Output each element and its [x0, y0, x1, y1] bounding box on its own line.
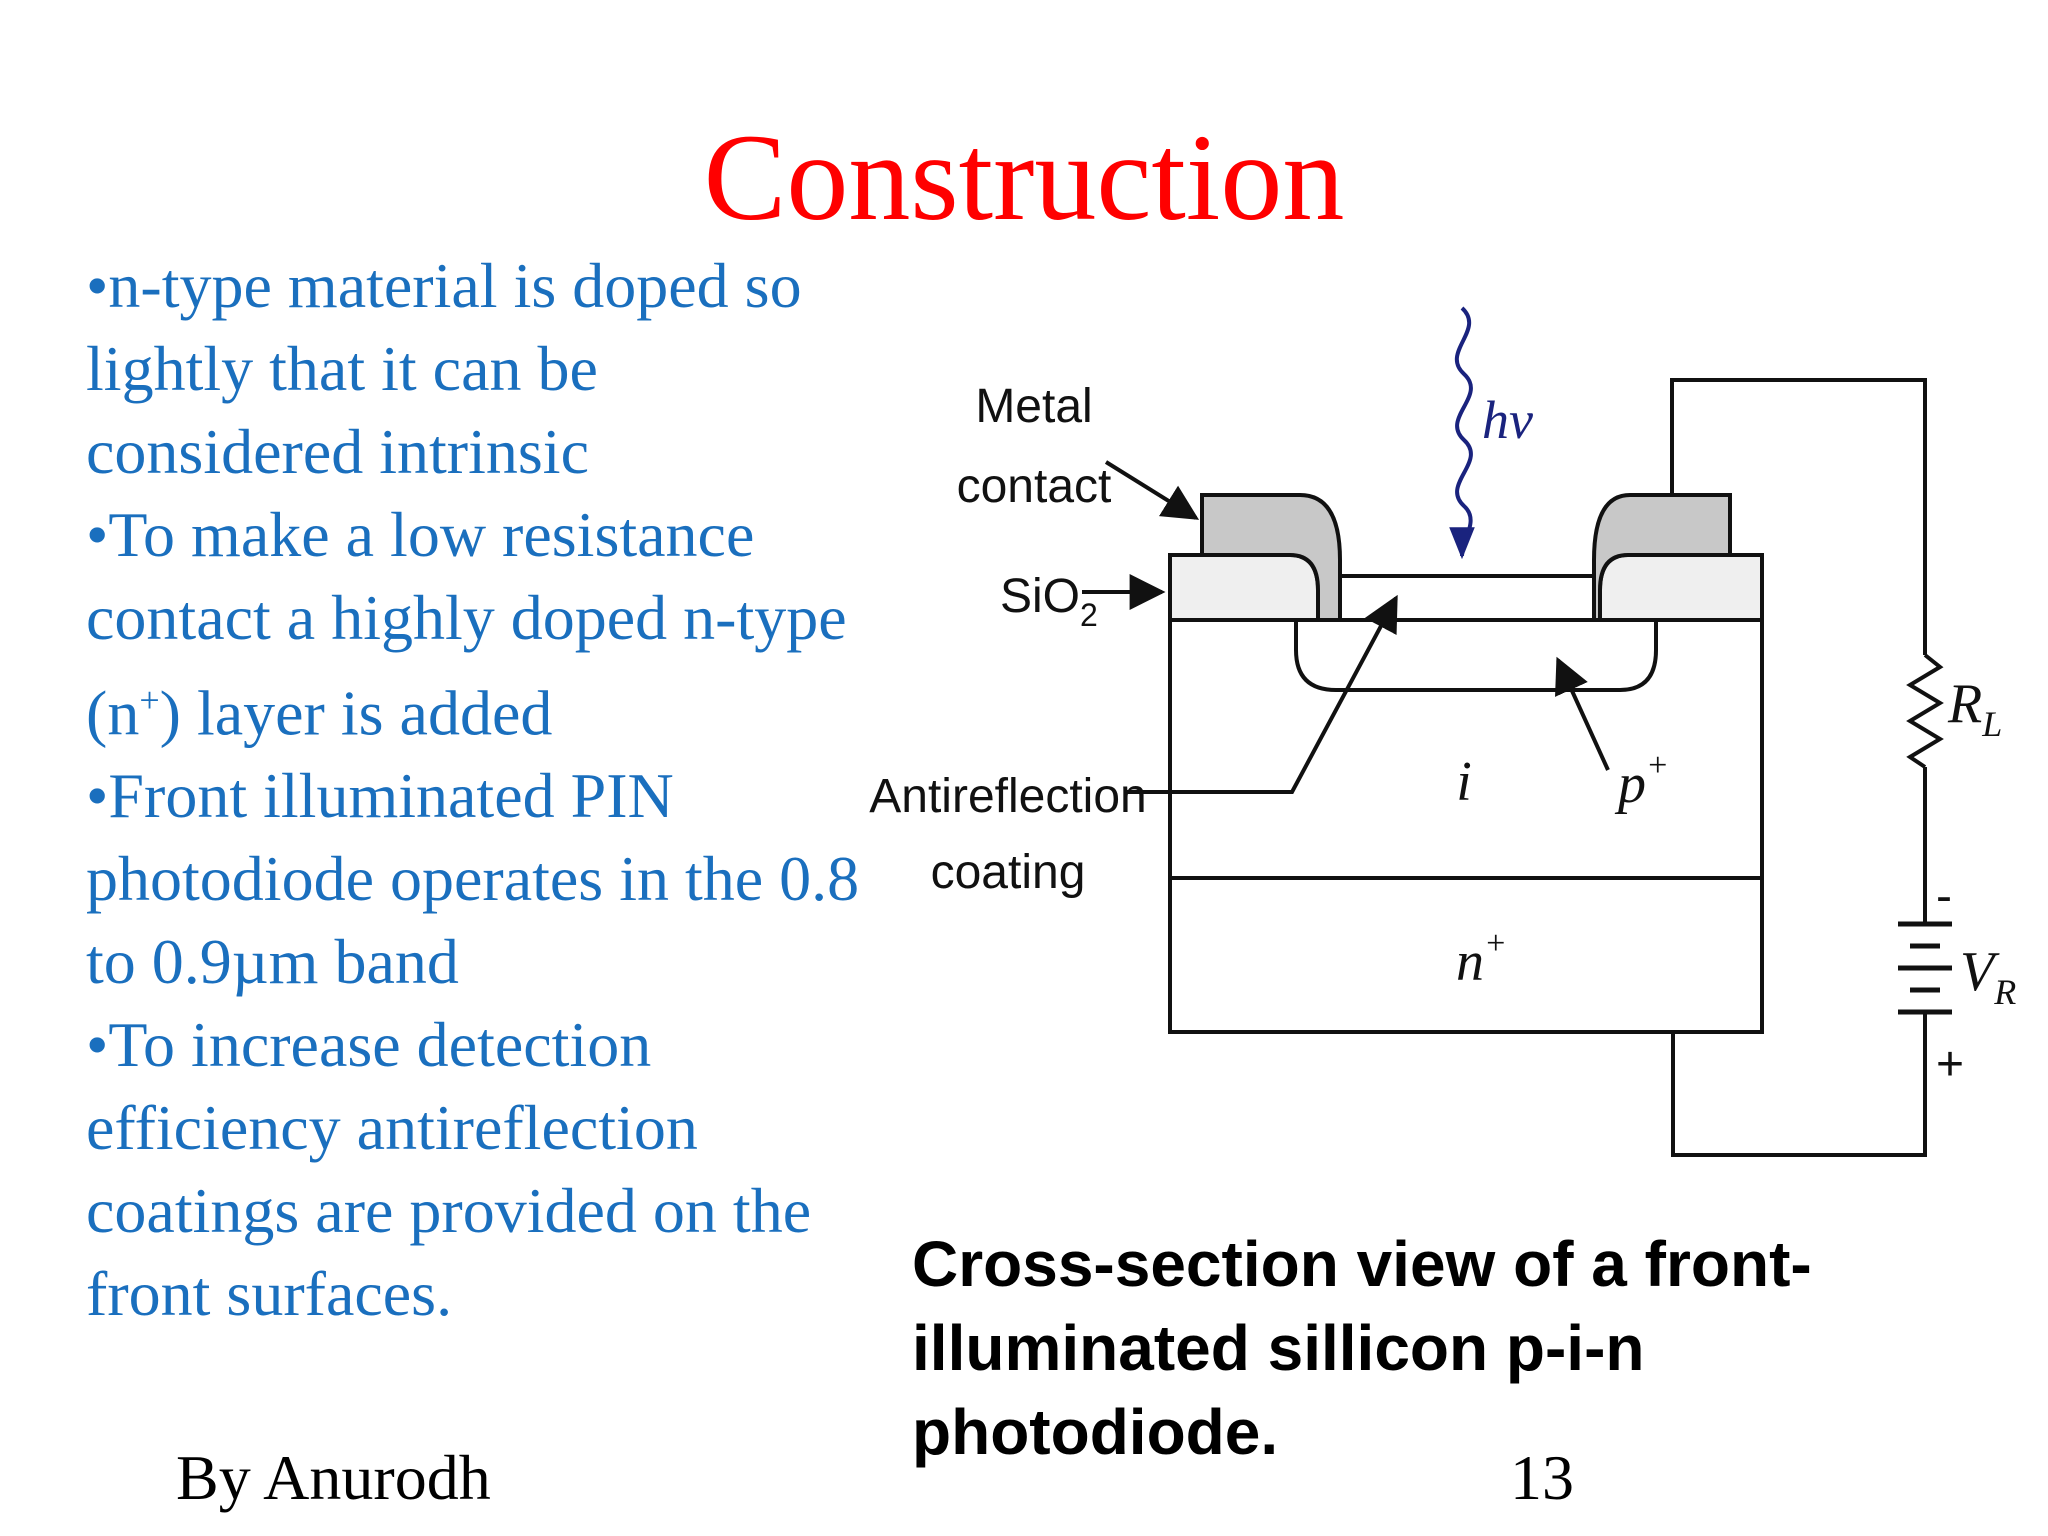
circuit-wire-top: [1670, 378, 1927, 655]
label-photon-energy: hν: [1482, 390, 1533, 450]
slide-title: Construction: [703, 109, 1345, 246]
bullet-text: •To make a low resistance contact a high…: [86, 499, 847, 749]
p-plus-region: [1294, 620, 1658, 692]
bullet-text-continued: ) layer is added: [159, 677, 553, 749]
label-coating: coating: [931, 846, 1086, 899]
label-reverse-voltage: VR: [1960, 941, 2016, 1012]
label-p-plus: p+: [1614, 747, 1669, 815]
superscript-plus: +: [139, 680, 160, 720]
sio2-layer-left: [1168, 553, 1320, 622]
label-contact: contact: [957, 460, 1112, 513]
intrinsic-layer: [1168, 618, 1764, 880]
bullet-text: •Front illuminated PIN photodiode operat…: [86, 760, 860, 998]
bullet-list: •n-type material is doped so lightly tha…: [86, 244, 886, 1335]
circuit-wire-bottom: [1671, 1012, 1927, 1157]
label-sio2: SiO2: [1000, 570, 1098, 633]
page-number: 13: [1510, 1442, 1574, 1513]
antireflection-coating: [1338, 574, 1596, 622]
load-resistor: [1906, 653, 1944, 769]
bullet-item: •Front illuminated PIN photodiode operat…: [86, 754, 886, 1003]
label-antireflection: Antireflection: [869, 770, 1146, 823]
photon-arrow: [1449, 306, 1475, 560]
sio2-layer-right: [1598, 553, 1764, 622]
label-plus: +: [1936, 1038, 1964, 1091]
p-plus-pointer: [1555, 656, 1610, 771]
bullet-item: •To increase detection efficiency antire…: [86, 1003, 886, 1335]
bullet-text: •To increase detection efficiency antire…: [86, 1009, 812, 1330]
bullet-text: •n-type material is doped so lightly tha…: [86, 250, 802, 487]
footer-author: By Anurodh: [176, 1442, 491, 1513]
label-intrinsic: i: [1456, 751, 1472, 813]
antireflection-pointer: [1124, 594, 1398, 794]
label-minus: -: [1936, 870, 1952, 923]
bullet-item: •n-type material is doped so lightly tha…: [86, 244, 886, 493]
bullet-item: •To make a low resistance contact a high…: [86, 493, 886, 754]
label-load-resistor: RL: [1947, 673, 2002, 744]
label-metal: Metal: [975, 380, 1092, 433]
figure-caption: Cross-section view of a front-illuminate…: [912, 1228, 1812, 1468]
label-n-plus: n+: [1456, 925, 1507, 993]
metal-contact-pointer: [1104, 460, 1200, 520]
